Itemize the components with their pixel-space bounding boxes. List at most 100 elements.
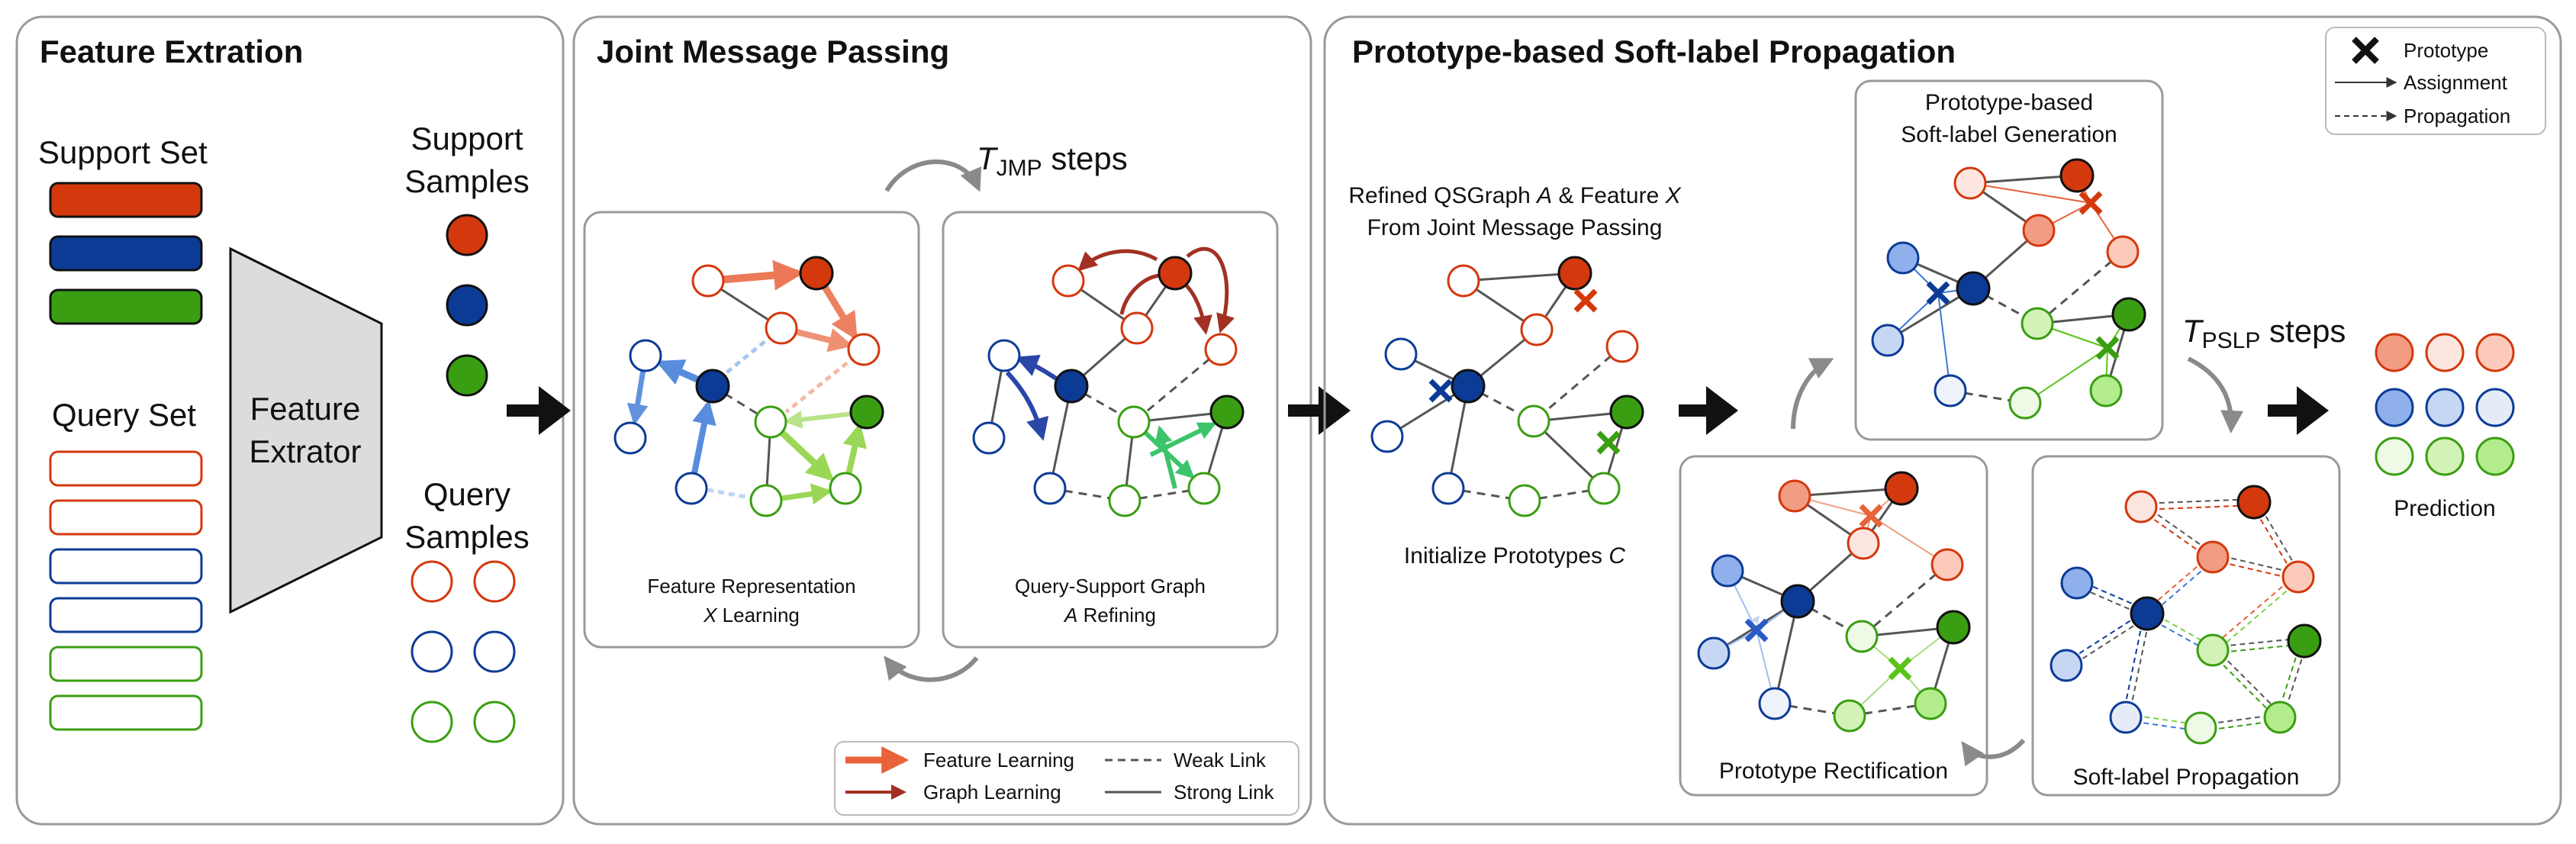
prop-node-r2	[2281, 560, 2315, 594]
init-node-b2	[1370, 420, 1404, 453]
jmp-left-node-b3	[675, 472, 708, 505]
query-bar-blue-1	[49, 548, 203, 585]
gen-link-r1-rs	[1969, 174, 2078, 185]
jmp-right-arrow-rs-r2	[1186, 246, 1235, 333]
prop-node-g3	[2184, 711, 2217, 745]
gen-node-r3	[2022, 214, 2056, 247]
init-node-rs	[1557, 256, 1592, 291]
prop-flow-g1-g2-b	[2214, 647, 2283, 716]
query-set-label: Query Set	[52, 397, 196, 433]
initialize-prototypes-caption: Initialize Prototypes C	[1404, 543, 1625, 569]
refined-graph-caption-1: Refined QSGraph A & Feature X	[1348, 183, 1681, 208]
jmp-right-arrow-b1-b2	[1005, 370, 1049, 441]
query-bar-green-2	[49, 694, 203, 731]
init-prototype-blue-cross-icon	[1428, 379, 1453, 403]
rect-node-r2	[1930, 548, 1964, 581]
rect-node-bs	[1780, 584, 1815, 619]
prediction-red-3	[2475, 333, 2515, 372]
prop-node-b2	[2050, 649, 2083, 682]
support-bar-blue	[49, 235, 203, 272]
soft-label-generation-caption-2: Soft-label Generation	[1901, 122, 2117, 147]
gen-prototype-green-cross-icon	[2095, 336, 2120, 360]
gen-node-b3	[1934, 374, 1967, 408]
rect-node-r3	[1847, 527, 1880, 560]
jmp-right-node-b1	[987, 339, 1021, 372]
init-node-g2	[1587, 472, 1621, 505]
gen-node-r1	[1953, 166, 1987, 200]
query-sample-blue-2	[473, 630, 516, 673]
prop-flow-g1-g2-a	[2210, 652, 2278, 720]
rect-prototype-red-cross-icon-stroke-b	[1859, 504, 1883, 528]
gen-prototype-red-cross-icon	[2079, 191, 2103, 215]
rect-prototype-red-cross-icon	[1859, 504, 1883, 528]
prop-flow-r1-rs-a	[2141, 504, 2255, 511]
rect-link-r1-rs	[1794, 487, 1902, 498]
feature-extractor-label-1: Feature	[250, 391, 361, 427]
jmp-left-arrow-r2-g1	[784, 348, 865, 414]
rect-prototype-green-cross-icon-stroke-b	[1888, 656, 1912, 681]
prop-node-rs	[2236, 485, 2272, 520]
prop-flow-bs-b2-a	[2064, 610, 2146, 664]
prediction-blue-2	[2425, 388, 2465, 427]
prediction-red-1	[2375, 333, 2414, 372]
soft-label-generation-graph	[1871, 158, 2146, 420]
legend-strong-link: Strong Link	[1174, 781, 1275, 804]
rect-prototype-blue-cross-icon	[1744, 618, 1769, 643]
prop-node-gs	[2287, 623, 2322, 659]
prototype-rectification-graph	[1697, 471, 1971, 733]
jmp-right-node-b3	[1033, 472, 1067, 505]
graph-refining-caption-1: Query-Support Graph	[1015, 575, 1206, 598]
prototype-rectification-caption: Prototype Rectification	[1719, 759, 1948, 784]
prop-node-g1	[2196, 633, 2230, 667]
prototype-legend	[2325, 27, 2546, 135]
init-node-b1	[1384, 337, 1418, 371]
legend-feature-learning: Feature Learning	[923, 749, 1074, 772]
legend-prototype-cross-icon	[2352, 37, 2379, 64]
rect-node-gs	[1936, 610, 1971, 645]
jmp-right-node-r1	[1051, 264, 1085, 298]
init-node-b3	[1431, 472, 1465, 505]
init-prototype-green-cross-icon	[1596, 430, 1621, 455]
gen-prototype-red-cross-icon-stroke-b	[2079, 191, 2103, 215]
feature-representation-caption-2: X Learning	[703, 604, 800, 627]
init-node-g1	[1517, 404, 1550, 438]
init-node-bs	[1451, 369, 1486, 404]
flow-arrow-4	[2268, 386, 2329, 435]
prop-node-r1	[2124, 490, 2158, 523]
soft-label-generation-caption-1: Prototype-based	[1925, 90, 2093, 115]
cycle-arrow-left	[1961, 738, 2026, 767]
rect-prototype-green-cross-icon	[1888, 656, 1912, 681]
init-prototype-green-cross-icon-stroke-b	[1596, 430, 1621, 455]
init-prototype-red-cross-icon-stroke-b	[1573, 288, 1598, 313]
prediction-grid	[2375, 333, 2515, 476]
gen-node-rs	[2059, 158, 2095, 193]
prop-flow-r1-rs-b	[2140, 498, 2254, 505]
rect-ghost-prototype-blue	[1752, 615, 1760, 624]
gen-node-b2	[1871, 324, 1905, 357]
rect-node-r1	[1778, 479, 1811, 513]
rect-link-r2-g1	[1861, 563, 1948, 638]
jmp-right-node-r3	[1120, 311, 1154, 345]
init-node-g3	[1508, 484, 1541, 517]
legend-weak-link: Weak Link	[1174, 749, 1267, 772]
support-samples-label-1: Support	[411, 121, 523, 156]
jmp-right-node-g3	[1108, 484, 1141, 517]
query-bar-blue-2	[49, 597, 203, 633]
prediction-caption: Prediction	[2394, 496, 2495, 521]
query-sample-red-2	[473, 560, 516, 603]
support-samples-label-2: Samples	[404, 163, 529, 199]
prediction-blue-3	[2475, 388, 2515, 427]
jmp-left-node-rs	[799, 256, 834, 291]
support-set-label: Support Set	[38, 134, 208, 170]
panel-title-joint-message-passing: Joint Message Passing	[597, 34, 949, 69]
init-link-r1-rs	[1463, 272, 1576, 282]
gen-node-bs	[1956, 271, 1991, 306]
graph-refining-caption-2: A Refining	[1063, 604, 1156, 627]
jmp-right-node-rs	[1158, 256, 1193, 291]
query-samples-label-2: Samples	[404, 519, 529, 555]
flow-arrow-3	[1679, 386, 1738, 435]
gen-assign-red-r1	[1969, 182, 2091, 204]
init-link-bs-b3	[1447, 385, 1470, 489]
panel-feature-extraction	[15, 15, 565, 826]
